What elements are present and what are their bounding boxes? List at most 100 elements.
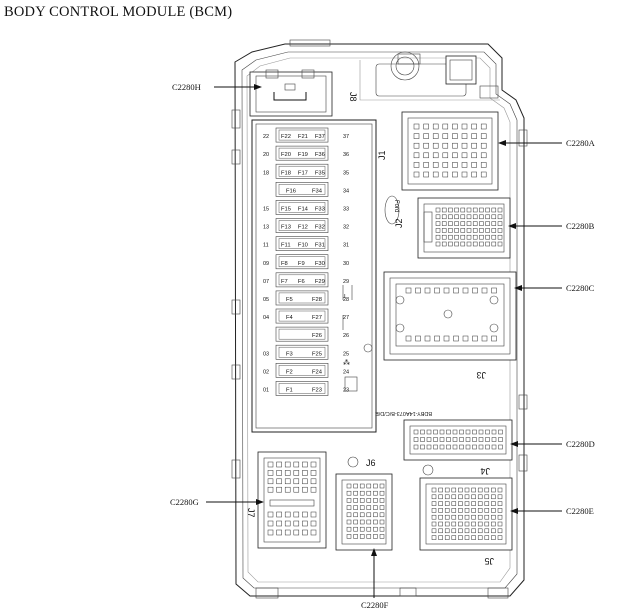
connector-pin [451,521,457,527]
connector-pin [346,519,352,525]
connector-pin [276,529,282,536]
connector-pin [413,162,420,168]
fuse-slot-number: 35 [343,170,349,176]
fuse-label: F33 [315,206,325,212]
connector-pin [435,228,441,233]
connector-pin [423,123,429,130]
connector-pin [405,335,412,342]
connector-pin [461,133,468,139]
fuse-label: F18 [281,170,291,176]
connector-pin [359,534,365,539]
callout-leaders [206,84,562,598]
connector-j6: J6 [335,456,393,551]
svg-text:I: I [344,294,346,300]
connector-pin [491,521,496,527]
connector-pin [477,494,483,500]
connector-pin [485,444,490,450]
fuse-label: F8 [281,261,288,267]
connector-pin [284,486,291,493]
fuse-label: F6 [298,279,305,285]
connector-pin [485,429,490,435]
connector-pin [472,234,478,240]
connector-pin [491,335,497,342]
connector-pin [373,519,378,525]
connector-pin [464,521,470,527]
connector-pin [373,526,378,532]
connector-pin [426,444,432,450]
connector-pin [452,123,458,130]
connector-pin [438,508,443,513]
connector-pin [465,444,471,450]
fuse-label: F16 [286,188,296,194]
callout-c2280d: C2280D [566,439,595,449]
connector-pin [460,241,466,247]
connector-j4: J4 [403,419,513,476]
connector-pin [497,487,503,493]
fuse-slot-number: 34 [343,188,349,194]
connector-pin [491,214,497,220]
connector-j8: J8 [249,69,358,117]
connector-pin [471,152,477,159]
connector-pin [480,133,487,139]
fuse-slot-number: 24 [343,369,349,375]
fuse-label: F10 [298,243,308,249]
fuse-slot-number: 26 [343,333,349,339]
connector-pin [310,529,317,536]
connector-pin [444,508,450,513]
connector-pin [491,221,497,226]
connector-pin [346,512,352,518]
connector-pin [497,501,503,506]
connector-pin [471,142,477,149]
connector-pin [458,535,463,540]
connector-pin [484,494,490,500]
connector-pin [444,501,450,506]
connector-pin [431,535,437,540]
connector-pin [471,123,477,130]
connector-pin [472,429,477,435]
fuse-label: F25 [312,351,322,357]
connector-pin [432,133,439,139]
connector-pin [491,207,497,213]
connector-pin [454,207,459,213]
connector-pin [366,490,372,496]
connector-pin [435,214,441,220]
fuse-slot-number: 18 [263,170,269,176]
connector-pin [379,505,385,510]
connector-pin [480,162,487,168]
connector-pin [477,501,483,506]
connector-pin [293,511,300,518]
connector-pin [276,486,282,493]
connector-pin [444,487,450,493]
connector-pin [444,528,450,534]
connector-pin [448,207,453,213]
connector-pin [276,470,282,476]
fuse-label: F28 [312,297,322,303]
connector-pin [485,234,490,240]
connector-pin [466,234,472,240]
connector-pin [302,461,308,468]
connector-pin [353,505,358,510]
connector-pin [423,162,429,168]
fuse-panel: I ⁂ [251,119,377,433]
fuse-label: F2 [286,369,293,375]
connector-pin [302,470,308,476]
connector-pin [479,207,484,213]
connector-pin [293,478,300,485]
connector-pin [460,207,466,213]
fuse-slot-number: 22 [263,134,269,140]
connector-pin [466,221,472,226]
connector-pin [484,521,490,527]
connector-pin [448,234,453,240]
connector-pin [479,228,484,233]
top-features [359,51,500,101]
fuse-label: F1 [286,387,293,393]
fuse-slot-number: 33 [343,206,349,212]
connector-pin [284,529,291,536]
connector-pin [479,234,484,240]
connector-pin [267,529,274,536]
connector-pin [443,335,450,342]
connector-pin [484,528,490,534]
connector-pin [431,508,437,513]
